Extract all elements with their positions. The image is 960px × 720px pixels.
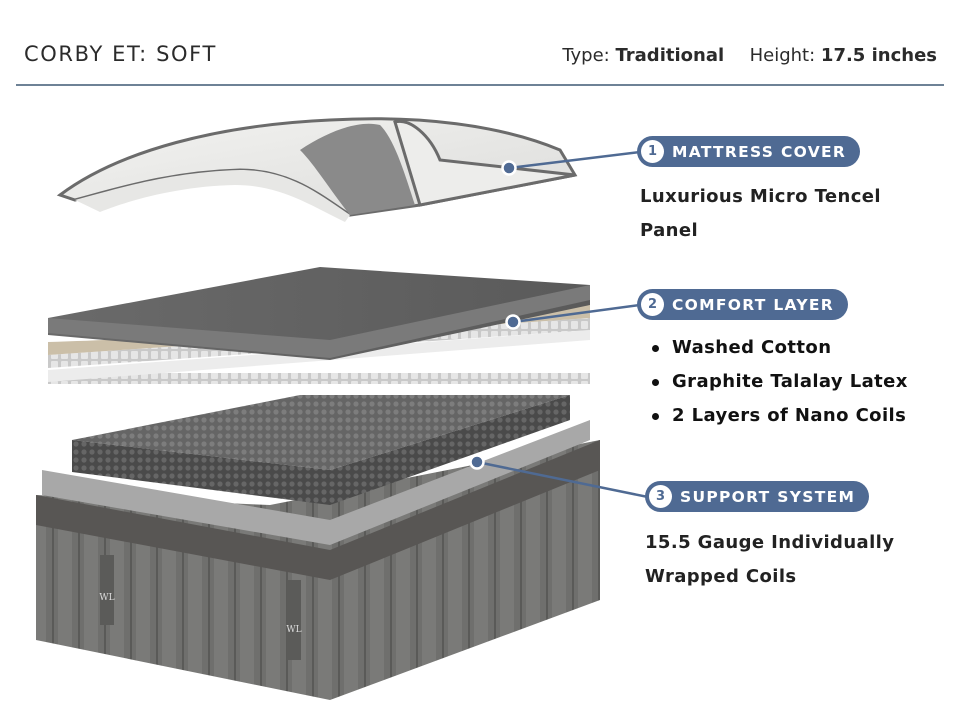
svg-text:WL: WL	[286, 625, 301, 635]
type-label: Type:	[562, 45, 610, 66]
svg-text:WL: WL	[99, 593, 114, 603]
height-value: 17.5 inches	[820, 45, 937, 66]
description-line: Panel	[640, 220, 699, 241]
description-line: Wrapped Coils	[645, 566, 797, 587]
layer-badge-comfort-layer: 2 COMFORT LAYER	[637, 289, 848, 320]
mattress-cover-graphic	[56, 117, 578, 222]
mattress-specs: Type: Traditional Height: 17.5 inches	[562, 45, 937, 66]
badge-title: COMFORT LAYER	[672, 295, 834, 314]
comfort-layer-graphic	[48, 267, 590, 384]
layer-badge-support-system: 3 SUPPORT SYSTEM	[645, 481, 870, 512]
height-label: Height:	[749, 45, 816, 66]
mattress-cover-description: Luxurious Micro Tencel Panel	[640, 180, 881, 248]
support-system-description: 15.5 Gauge Individually Wrapped Coils	[645, 526, 894, 594]
mattress-exploded-illustration: WL WL	[36, 117, 649, 700]
description-line: Luxurious Micro Tencel	[640, 186, 881, 207]
list-item: Graphite Talalay Latex	[640, 365, 908, 399]
badge-number: 3	[649, 485, 672, 508]
bullet-icon	[652, 344, 659, 352]
support-system-graphic: WL WL	[36, 395, 600, 700]
type-value: Traditional	[615, 45, 725, 66]
list-item: 2 Layers of Nano Coils	[640, 399, 908, 433]
description-line: 15.5 Gauge Individually	[645, 532, 895, 553]
badge-number: 1	[641, 140, 664, 163]
badge-number: 2	[641, 293, 664, 316]
bullet-icon	[652, 378, 659, 386]
list-item: Washed Cotton	[640, 331, 908, 365]
header-divider	[16, 84, 944, 86]
comfort-layer-list: Washed Cotton Graphite Talalay Latex 2 L…	[640, 331, 908, 433]
callout-leaders	[469, 150, 649, 499]
layer-badge-mattress-cover: 1 MATTRESS COVER	[637, 136, 861, 167]
badge-title: MATTRESS COVER	[672, 142, 847, 161]
badge-title: SUPPORT SYSTEM	[680, 487, 856, 506]
page-title: CORBY ET: SOFT	[24, 42, 217, 66]
bullet-icon	[652, 412, 659, 420]
